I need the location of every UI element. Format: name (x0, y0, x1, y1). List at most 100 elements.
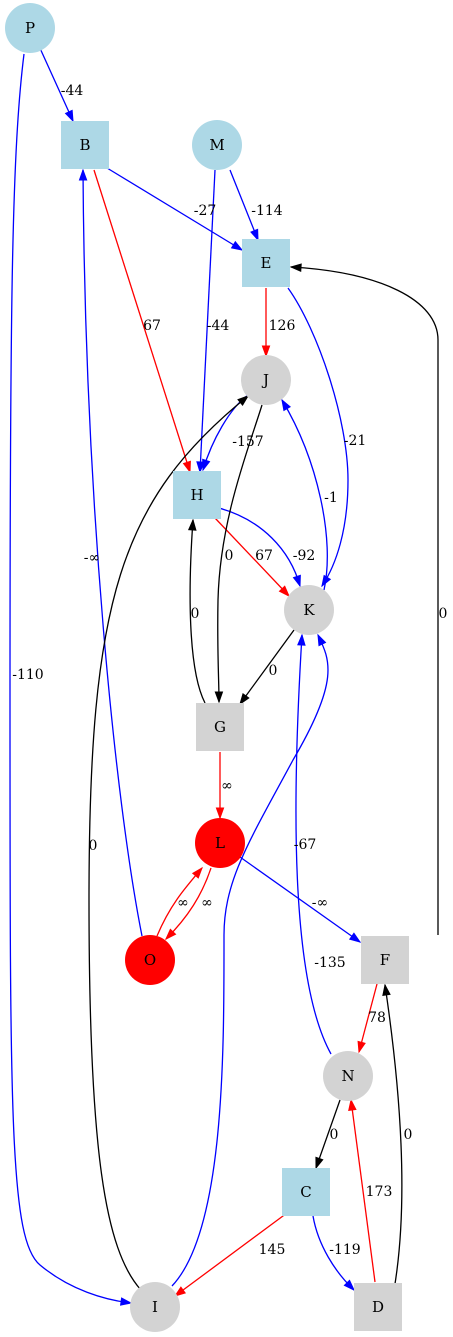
edge-l-o (164, 867, 212, 941)
edge-line (88, 395, 249, 1291)
node-g: G (196, 703, 244, 751)
edge-arrowhead (382, 983, 391, 997)
edge-line (202, 394, 249, 471)
node-box (61, 121, 109, 169)
edge-arrowhead (164, 928, 177, 941)
edge-arrowhead (261, 345, 271, 358)
edge-arrowhead (173, 1286, 187, 1297)
edge-c-d (312, 1215, 356, 1292)
edge-weight-label: -92 (293, 548, 316, 564)
edge-line (281, 399, 328, 591)
edge-d-n (348, 1098, 376, 1283)
edge-b-h (93, 169, 191, 474)
edge-g-h (187, 518, 206, 704)
node-k: K (284, 585, 334, 635)
edge-arrowhead (120, 1297, 133, 1306)
node-label: J (261, 371, 269, 389)
edge-arrowhead (230, 240, 244, 251)
edge-arrowhead (78, 168, 88, 181)
node-circle (284, 585, 334, 635)
edges-layer (9, 45, 439, 1306)
edge-weight-label: 173 (366, 1184, 393, 1200)
edge-arrowhead (64, 109, 74, 123)
edge-d-f (382, 983, 403, 1291)
edge-m-e (229, 169, 259, 242)
edge-line (229, 169, 259, 241)
edge-weight-label: -114 (251, 203, 283, 219)
edge-weight-label: 0 (225, 548, 234, 564)
edge-weight-label: -21 (344, 433, 367, 449)
node-i: I (130, 1282, 180, 1332)
edge-arrowhead (250, 228, 259, 242)
edge-f-n (357, 983, 378, 1054)
edge-arrowhead (343, 1279, 356, 1292)
node-c: C (282, 1168, 330, 1216)
edge-weight-label: -135 (314, 955, 345, 971)
edge-line (239, 856, 361, 943)
edge-weight-label: -110 (12, 667, 43, 683)
edge-line (350, 1099, 376, 1283)
edge-arrowhead (297, 633, 306, 646)
node-circle (5, 3, 55, 53)
edge-weight-label: ∞ (221, 778, 233, 794)
edge-weight-label: -1 (324, 490, 338, 506)
node-circle (241, 355, 291, 405)
edge-weight-label: ∞ (177, 895, 189, 911)
edge-arrowhead (215, 807, 225, 820)
edge-arrowhead (317, 633, 327, 647)
edge-line (189, 519, 206, 704)
node-label: F (380, 951, 390, 969)
edge-h-k (214, 517, 291, 598)
edge-weight-label: 145 (259, 1242, 286, 1258)
edge-arrowhead (348, 932, 362, 943)
node-e: E (242, 239, 290, 287)
edge-arrowhead (292, 574, 301, 588)
node-label: N (341, 1067, 354, 1085)
edge-i-k (171, 633, 329, 1287)
edge-arrowhead (187, 518, 197, 531)
edge-line (358, 983, 378, 1053)
node-j: J (241, 355, 291, 405)
edge-weight-label: -67 (294, 837, 317, 853)
node-label: H (190, 486, 203, 504)
edge-line (171, 634, 329, 1287)
edge-b-e (106, 167, 244, 251)
edge-line (287, 287, 349, 587)
edge-weight-label: -27 (194, 203, 217, 219)
node-label: O (144, 951, 156, 969)
edge-k-j (281, 398, 328, 591)
edge-arrowhead (281, 398, 291, 412)
edge-line (93, 169, 191, 473)
edge-weight-label: 0 (191, 606, 200, 622)
node-label: K (303, 601, 315, 619)
edge-line (199, 169, 216, 473)
node-circle (125, 935, 175, 985)
edge-line (218, 507, 301, 587)
edge-weight-label: 0 (330, 1127, 339, 1143)
edge-line (38, 45, 74, 122)
edge-o-b (78, 168, 143, 937)
node-box (196, 703, 244, 751)
edge-arrowhead (289, 263, 302, 272)
edge-line (82, 169, 143, 937)
edge-line (214, 517, 290, 597)
edge-weight-label: 67 (255, 548, 273, 564)
edge-weight-label: 0 (269, 663, 278, 679)
edge-k-g (239, 629, 295, 706)
edge-j-h (202, 394, 249, 472)
edge-weight-label: -∞ (312, 895, 328, 911)
edge-g-l (215, 752, 225, 820)
edge-n-c (315, 1099, 341, 1170)
node-m: M (192, 120, 242, 170)
edge-m-h (196, 169, 216, 474)
edge-line (217, 404, 263, 703)
edge-line (239, 629, 295, 705)
node-label: E (261, 254, 272, 272)
edge-weight-label: 0 (404, 1127, 413, 1143)
edge-f-e (289, 263, 439, 935)
edge-weight-label: 0 (439, 606, 448, 622)
edge-line (106, 167, 243, 251)
node-o: O (125, 935, 175, 985)
edge-e-j (261, 288, 271, 358)
